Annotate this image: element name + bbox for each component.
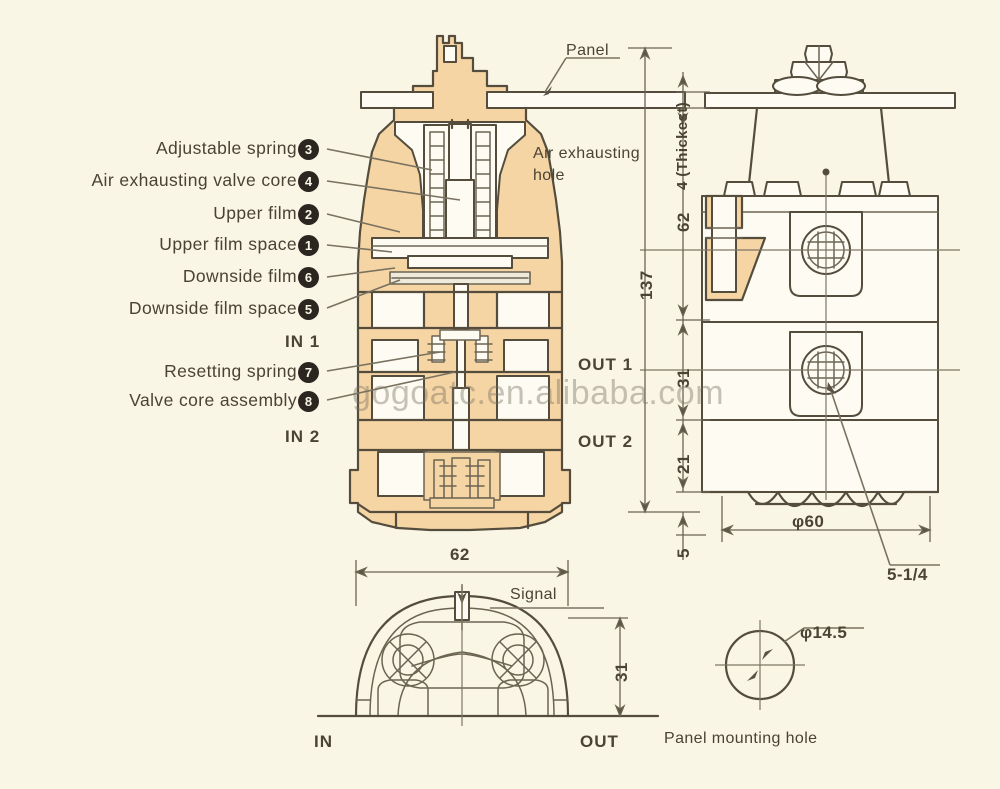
- dimension-diameter-body: φ60: [792, 512, 825, 531]
- callout-bullet-2: 2: [298, 204, 319, 225]
- callout-label-6: Downside film: [182, 266, 297, 286]
- port-label-in-bottom: IN: [314, 732, 333, 751]
- main-sectional-view: [348, 34, 686, 532]
- callout-label-3: Adjustable spring: [155, 138, 297, 158]
- callout-bullet-3: 3: [298, 139, 319, 160]
- port-label-in2: IN 2: [285, 427, 321, 446]
- dimension-mid-body: 31: [674, 368, 693, 388]
- dimension-overall-height: 137: [637, 270, 656, 300]
- callout-label-4: Air exhausting valve core: [91, 170, 297, 190]
- callout-bullet-7: 7: [298, 362, 319, 383]
- panel-leader: [543, 57, 620, 96]
- note-panel: Panel: [566, 42, 609, 59]
- callout-bullet-5: 5: [298, 299, 319, 320]
- note-air-exhaust-line1: Air exhausting: [533, 145, 640, 162]
- dimension-upper-body: 62: [674, 212, 693, 232]
- callout-bullet-6: 6: [298, 267, 319, 288]
- callout-bullet-1: 1: [298, 235, 319, 256]
- right-side-view: [640, 45, 960, 566]
- dimension-lower-body: 21: [674, 454, 693, 474]
- callout-bullet-4: 4: [298, 171, 319, 192]
- note-air-exhaust-line2: hole: [533, 167, 565, 184]
- dimension-lines: [628, 46, 932, 560]
- dimension-thread: 5-1/4: [887, 565, 928, 584]
- port-label-in1: IN 1: [285, 332, 321, 351]
- note-panel-mounting-hole: Panel mounting hole: [664, 730, 818, 747]
- callout-label-2: Upper film: [213, 203, 297, 223]
- callout-label-8: Valve core assembly: [129, 390, 297, 410]
- callout-label-7: Resetting spring: [164, 361, 297, 381]
- note-signal: Signal: [510, 586, 557, 603]
- callout-label-1: Upper film space: [159, 234, 297, 254]
- dimension-thickest: 4 (Thickest): [674, 101, 691, 190]
- callout-label-5: Downside film space: [128, 298, 297, 318]
- dimension-base: 5: [674, 548, 693, 558]
- port-label-out-bottom: OUT: [580, 732, 619, 751]
- dimension-mounting-hole-dia: φ14.5: [800, 623, 848, 642]
- port-label-out2: OUT 2: [578, 432, 634, 451]
- callout-leader-lines: [326, 148, 461, 401]
- dimension-bottom-width: 62: [450, 545, 470, 564]
- bottom-view: [316, 560, 660, 726]
- panel-mounting-hole-detail: [715, 620, 864, 710]
- callout-bullet-8: 8: [298, 391, 319, 412]
- port-label-out1: OUT 1: [578, 355, 634, 374]
- dimension-bottom-height: 31: [612, 662, 631, 682]
